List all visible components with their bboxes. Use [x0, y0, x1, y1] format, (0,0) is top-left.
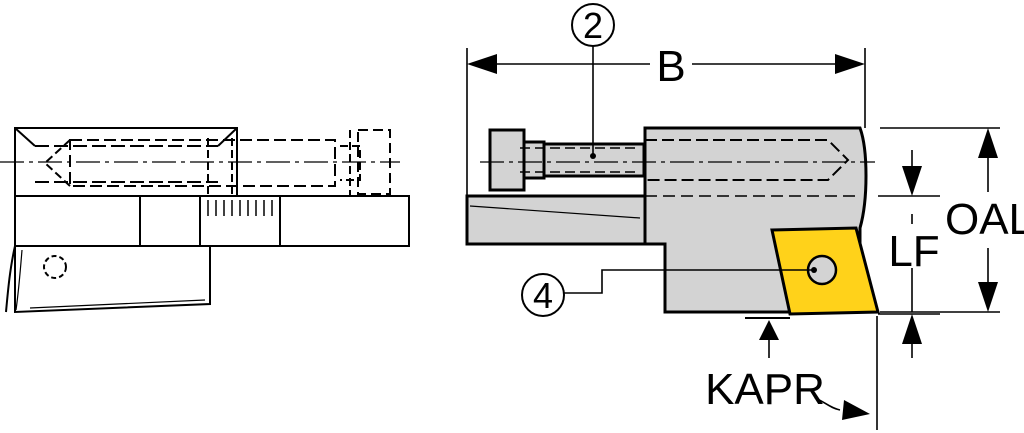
screw-shank [542, 142, 646, 178]
callout-2-number: 2 [583, 5, 603, 46]
side-view [0, 127, 410, 314]
top-view [465, 126, 880, 316]
dimension-oal [880, 127, 1000, 313]
shank-body [465, 194, 667, 246]
callout-4 [521, 267, 817, 317]
dimension-b [466, 48, 866, 196]
kapr-indicator [745, 316, 878, 430]
dimension-lf [878, 150, 940, 358]
dimension-kapr-label: KAPR [705, 365, 825, 414]
dimension-oal-label: OAL [945, 195, 1024, 244]
dimension-b-label: B [656, 42, 685, 91]
dimension-lf-label: LF [888, 227, 939, 276]
callout-4-number: 4 [533, 275, 553, 316]
screw-head [488, 128, 526, 192]
callout-2 [571, 3, 615, 159]
